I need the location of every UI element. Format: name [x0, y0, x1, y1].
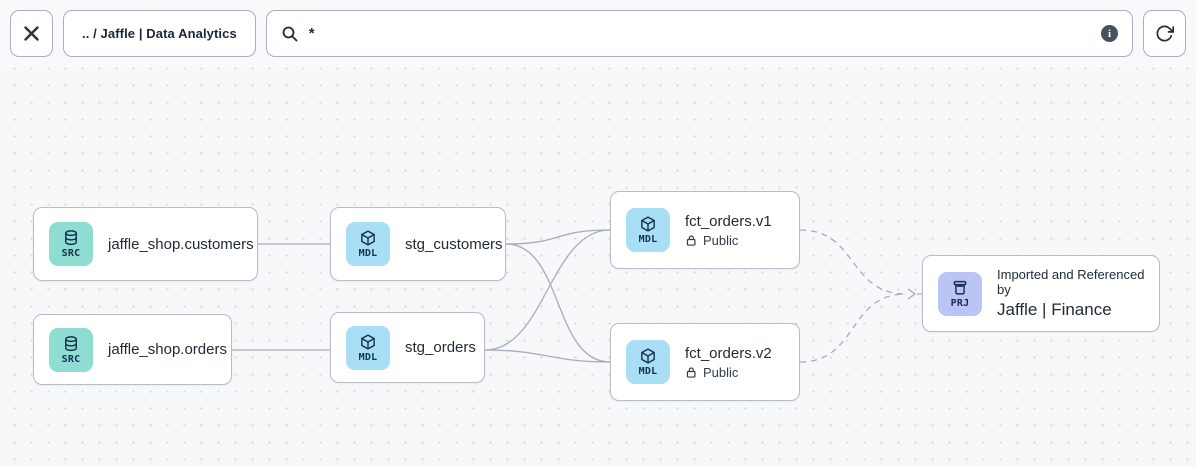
- node-meta: fct_orders.v1 Public: [685, 213, 772, 248]
- node-access-label: Public: [703, 232, 739, 248]
- refresh-icon: [1156, 25, 1174, 42]
- node-type-badge: SRC: [61, 353, 81, 365]
- node-access-row: Public: [685, 365, 772, 380]
- project-box-icon: [953, 280, 967, 295]
- close-button[interactable]: [10, 10, 53, 57]
- search-icon: [282, 26, 298, 41]
- node-type-tile: SRC: [49, 327, 93, 372]
- refresh-button[interactable]: [1143, 10, 1186, 57]
- node-access-row: Public: [685, 233, 772, 248]
- search-box[interactable]: i: [265, 10, 1133, 57]
- node-title: fct_orders.v1: [685, 212, 772, 230]
- info-icon[interactable]: i: [1101, 25, 1118, 42]
- lock-open-icon: [686, 234, 696, 246]
- node-title: stg_customers: [405, 235, 503, 253]
- database-icon: [65, 335, 77, 351]
- breadcrumb[interactable]: .. / Jaffle | Data Analytics: [63, 10, 256, 57]
- cube-icon: [361, 230, 375, 246]
- close-icon: [24, 26, 39, 41]
- node-type-badge: SRC: [61, 248, 81, 259]
- node-src-jaffle-shop-customers[interactable]: SRC jaffle_shop.customers: [33, 207, 258, 281]
- node-src-jaffle-shop-orders[interactable]: SRC jaffle_shop.orders: [33, 314, 232, 385]
- cube-icon: [361, 333, 375, 350]
- node-meta: Imported and Referenced by Jaffle | Fina…: [997, 267, 1159, 320]
- node-access-label: Public: [703, 364, 739, 380]
- node-title: jaffle_shop.orders: [108, 341, 227, 358]
- database-icon: [65, 230, 77, 246]
- node-type-tile: MDL: [346, 222, 390, 266]
- node-meta: jaffle_shop.orders: [108, 341, 227, 358]
- node-mdl-fct-orders-v2[interactable]: MDL fct_orders.v2 Public: [610, 323, 800, 401]
- node-mdl-fct-orders-v1[interactable]: MDL fct_orders.v1 Public: [610, 191, 800, 269]
- node-title: jaffle_shop.customers: [108, 235, 254, 253]
- node-title: fct_orders.v2: [685, 344, 772, 362]
- node-mdl-stg-customers[interactable]: MDL stg_customers: [330, 207, 506, 281]
- node-type-badge: MDL: [358, 351, 378, 363]
- node-meta: jaffle_shop.customers: [108, 236, 254, 253]
- lineage-toolbar: .. / Jaffle | Data Analytics i: [0, 0, 1196, 67]
- node-type-tile: MDL: [346, 325, 390, 370]
- node-prj-jaffle-finance[interactable]: PRJ Imported and Referenced by Jaffle | …: [922, 255, 1160, 332]
- cube-icon: [641, 348, 655, 364]
- node-type-tile: MDL: [626, 340, 670, 384]
- node-type-badge: MDL: [638, 234, 658, 245]
- node-type-badge: MDL: [638, 366, 658, 377]
- node-meta: stg_orders: [405, 339, 476, 356]
- search-input[interactable]: [308, 25, 1091, 42]
- node-mdl-stg-orders[interactable]: MDL stg_orders: [330, 312, 485, 383]
- node-title: stg_orders: [405, 339, 476, 356]
- breadcrumb-label: .. / Jaffle | Data Analytics: [82, 26, 237, 41]
- node-type-badge: PRJ: [950, 297, 970, 309]
- node-type-tile: MDL: [626, 208, 670, 252]
- node-meta: stg_customers: [405, 236, 503, 253]
- cube-icon: [641, 216, 655, 232]
- lock-open-icon: [686, 366, 696, 378]
- node-type-tile: PRJ: [938, 271, 982, 316]
- node-type-badge: MDL: [358, 248, 378, 259]
- node-meta: fct_orders.v2 Public: [685, 345, 772, 380]
- node-type-tile: SRC: [49, 222, 93, 266]
- node-title: Jaffle | Finance: [997, 300, 1112, 319]
- node-pretitle: Imported and Referenced by: [997, 267, 1145, 297]
